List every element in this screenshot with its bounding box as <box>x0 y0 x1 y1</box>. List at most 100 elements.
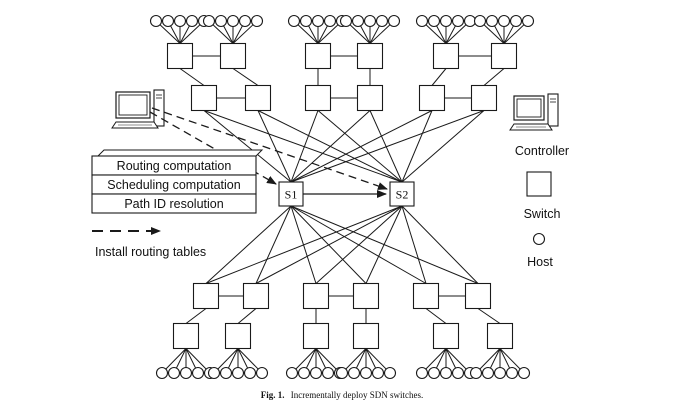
agg-core-link <box>290 110 485 183</box>
agg-edge-link <box>477 308 501 324</box>
agg-core-link <box>205 205 292 284</box>
host-node <box>415 14 429 28</box>
host-node <box>347 366 361 380</box>
host-node <box>250 14 264 28</box>
legend-switch-icon <box>526 171 552 197</box>
edge-agg-link <box>483 68 505 86</box>
caption-text: Incrementally deploy SDN switches. <box>291 390 423 400</box>
aggregation-switch <box>192 282 220 310</box>
host-node <box>191 366 205 380</box>
host-node <box>427 366 441 380</box>
aggregation-switch <box>352 282 380 310</box>
host-node <box>335 366 349 380</box>
aggregation-switch <box>412 282 440 310</box>
edge-switch <box>356 42 384 70</box>
controller-computer-icon <box>111 89 165 129</box>
host-node <box>149 14 163 28</box>
host-node <box>219 366 233 380</box>
host-node <box>287 14 301 28</box>
agg-core-link <box>317 110 403 183</box>
controller-functions-panel: Routing computation Scheduling computati… <box>91 149 264 214</box>
aggregation-switch <box>242 282 270 310</box>
host-node <box>202 14 216 28</box>
aggregation-switch <box>470 84 498 112</box>
host-node <box>427 14 441 28</box>
edge-agg-link <box>431 68 447 86</box>
scheduling-computation-label: Scheduling computation <box>107 178 240 192</box>
host-node <box>155 366 169 380</box>
host-node <box>167 366 181 380</box>
aggregation-switch <box>190 84 218 112</box>
agg-edge-link <box>237 308 257 324</box>
host-node <box>231 366 245 380</box>
install-line-to-s2 <box>151 107 388 190</box>
host-node <box>207 366 221 380</box>
host-node <box>339 14 353 28</box>
host-node <box>517 366 531 380</box>
host-node <box>363 14 377 28</box>
host-node <box>309 366 323 380</box>
host-node <box>469 366 483 380</box>
aggregation-switch <box>464 282 492 310</box>
host-node <box>387 14 401 28</box>
sdn-switch-s1: S1 <box>278 181 304 207</box>
agg-core-link <box>401 205 427 284</box>
caption-label: Fig. 1. <box>261 390 285 400</box>
host-node <box>439 366 453 380</box>
edge-agg-link <box>179 68 205 86</box>
host-node <box>473 14 487 28</box>
host-node <box>243 366 257 380</box>
edge-switch <box>224 322 252 350</box>
host-node <box>297 366 311 380</box>
host-node <box>485 14 499 28</box>
edge-switch <box>302 322 330 350</box>
host-node <box>179 366 193 380</box>
agg-core-link <box>290 205 317 284</box>
host-node <box>359 366 373 380</box>
host-node <box>238 14 252 28</box>
host-node <box>185 14 199 28</box>
aggregation-switch <box>356 84 384 112</box>
host-node <box>509 14 523 28</box>
aggregation-switch <box>418 84 446 112</box>
host-node <box>299 14 313 28</box>
host-node <box>375 14 389 28</box>
switches-layer <box>166 42 518 350</box>
host-node <box>463 14 477 28</box>
edge-switch <box>432 322 460 350</box>
host-node <box>481 366 495 380</box>
agg-core-link <box>203 110 292 183</box>
agg-core-link <box>290 110 371 183</box>
agg-core-link <box>401 110 485 183</box>
aggregation-switch <box>304 84 332 112</box>
host-node <box>226 14 240 28</box>
host-node <box>371 366 385 380</box>
host-node <box>521 14 535 28</box>
agg-core-link <box>290 205 367 284</box>
agg-core-link <box>401 110 433 183</box>
switch-s1-label: S1 <box>285 188 298 202</box>
edge-switch <box>432 42 460 70</box>
agg-core-link <box>290 205 427 284</box>
host-node <box>214 14 228 28</box>
aggregation-switch <box>302 282 330 310</box>
agg-core-link <box>401 205 479 284</box>
edge-switch <box>166 42 194 70</box>
host-node <box>497 14 511 28</box>
edge-agg-link <box>232 68 259 86</box>
host-node <box>439 14 453 28</box>
hosts-layer <box>149 14 535 380</box>
legend-controller-icon <box>509 93 559 131</box>
legend-host-label: Host <box>527 255 553 269</box>
install-routing-tables-label: Install routing tables <box>95 245 206 259</box>
host-node <box>451 366 465 380</box>
figure-caption: Fig. 1. Incrementally deploy SDN switche… <box>261 390 423 400</box>
sdn-switch-s2: S2 <box>389 181 415 207</box>
host-node <box>311 14 325 28</box>
agg-edge-link <box>185 308 207 324</box>
agg-core-link <box>257 110 292 183</box>
agg-core-link <box>290 110 319 183</box>
host-node <box>255 366 269 380</box>
agg-core-link <box>255 205 292 284</box>
